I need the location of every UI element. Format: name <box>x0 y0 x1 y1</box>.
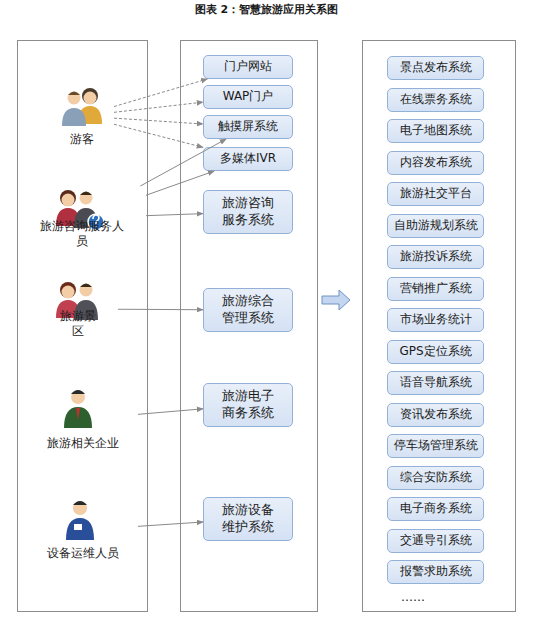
system-box: 报警求助系统 <box>387 560 484 584</box>
system-box: 电子地图系统 <box>387 119 484 143</box>
figure-title: 图表 2：智慧旅游应用关系图 <box>0 2 533 17</box>
system-box: 营销推广系统 <box>387 277 484 301</box>
connector-arrow <box>140 139 226 186</box>
system-label: 旅游设备维护系统 <box>221 502 275 536</box>
system-box: 资讯发布系统 <box>387 403 484 427</box>
system-box: 旅游综合管理系统 <box>203 288 293 332</box>
system-label: 交通导引系统 <box>400 533 472 549</box>
connector-arrow <box>118 309 203 311</box>
system-label: 内容发布系统 <box>400 155 472 171</box>
column-frame <box>18 41 148 612</box>
system-label: GPS定位系统 <box>399 344 471 360</box>
connector-arrow <box>146 171 214 195</box>
system-label: 旅游综合管理系统 <box>221 293 275 327</box>
system-box: 内容发布系统 <box>387 151 484 175</box>
system-label: 电子商务系统 <box>400 501 472 517</box>
actor-node: 旅游相关企业 <box>28 386 138 452</box>
system-box: 在线票务系统 <box>387 88 484 112</box>
actor-label: 旅游咨询服务人员 <box>35 219 129 250</box>
flow-arrow <box>322 290 350 310</box>
actor-node: 旅游景区 <box>38 278 118 340</box>
actor-node: 游客 <box>50 84 114 148</box>
actor-label: 旅游景区 <box>55 309 101 340</box>
system-box: 旅游投诉系统 <box>387 245 484 269</box>
system-box: 门户网站 <box>203 55 293 79</box>
system-label: 电子地图系统 <box>400 123 472 139</box>
system-box: 旅游社交平台 <box>387 182 484 206</box>
system-label: 旅游电子商务系统 <box>221 388 275 422</box>
person-icon <box>62 88 102 126</box>
column-frame <box>181 41 318 612</box>
system-box: 综合安防系统 <box>387 466 484 490</box>
system-label: 语音导航系统 <box>400 375 472 391</box>
system-box: 旅游设备维护系统 <box>203 497 293 541</box>
system-box: 景点发布系统 <box>387 56 484 80</box>
connector-arrow <box>138 522 203 526</box>
system-box: WAP门户 <box>203 85 293 109</box>
connector-arrow <box>114 118 203 124</box>
person-icon <box>64 390 92 428</box>
system-box: 多媒体IVR <box>203 147 293 171</box>
system-box: 旅游咨询服务系统 <box>203 190 293 234</box>
system-label: 综合安防系统 <box>400 470 472 486</box>
system-label: 景点发布系统 <box>400 60 472 76</box>
system-label: 门户网站 <box>224 59 272 75</box>
system-box: 触摸屏系统 <box>203 115 293 139</box>
actor-node: 设备运维人员 <box>28 498 138 562</box>
system-box: 旅游电子商务系统 <box>203 383 293 427</box>
actor-label: 旅游相关企业 <box>47 436 119 452</box>
column-frame <box>363 41 516 612</box>
system-label: 停车场管理系统 <box>394 438 478 454</box>
system-box: 交通导引系统 <box>387 529 484 553</box>
system-label: 营销推广系统 <box>400 281 472 297</box>
system-label: 旅游社交平台 <box>400 186 472 202</box>
actor-label: 设备运维人员 <box>47 546 119 562</box>
system-box: 市场业务统计 <box>387 308 484 332</box>
system-label: 旅游咨询服务系统 <box>221 195 275 229</box>
system-label: 资讯发布系统 <box>400 407 472 423</box>
connector-arrow <box>146 214 203 216</box>
system-label: WAP门户 <box>223 89 274 105</box>
system-label: 市场业务统计 <box>400 312 472 328</box>
system-label: 多媒体IVR <box>220 151 276 167</box>
system-box: GPS定位系统 <box>387 340 484 364</box>
system-label: 触摸屏系统 <box>218 119 278 135</box>
connector-arrow <box>114 102 203 112</box>
connector-arrow <box>114 79 207 107</box>
system-label: 报警求助系统 <box>400 564 472 580</box>
system-label: 旅游投诉系统 <box>400 249 472 265</box>
person-icon <box>66 501 94 540</box>
connector-arrow <box>114 124 203 147</box>
actor-node: 旅游咨询服务人员 <box>18 186 146 250</box>
ellipsis-note: …… <box>401 590 425 604</box>
connector-arrow <box>138 409 203 415</box>
system-box: 自助游规划系统 <box>387 214 484 238</box>
system-box: 停车场管理系统 <box>387 434 484 458</box>
actor-label: 游客 <box>70 132 94 148</box>
system-label: 自助游规划系统 <box>394 218 478 234</box>
system-box: 电子商务系统 <box>387 497 484 521</box>
system-label: 在线票务系统 <box>400 92 472 108</box>
system-box: 语音导航系统 <box>387 371 484 395</box>
